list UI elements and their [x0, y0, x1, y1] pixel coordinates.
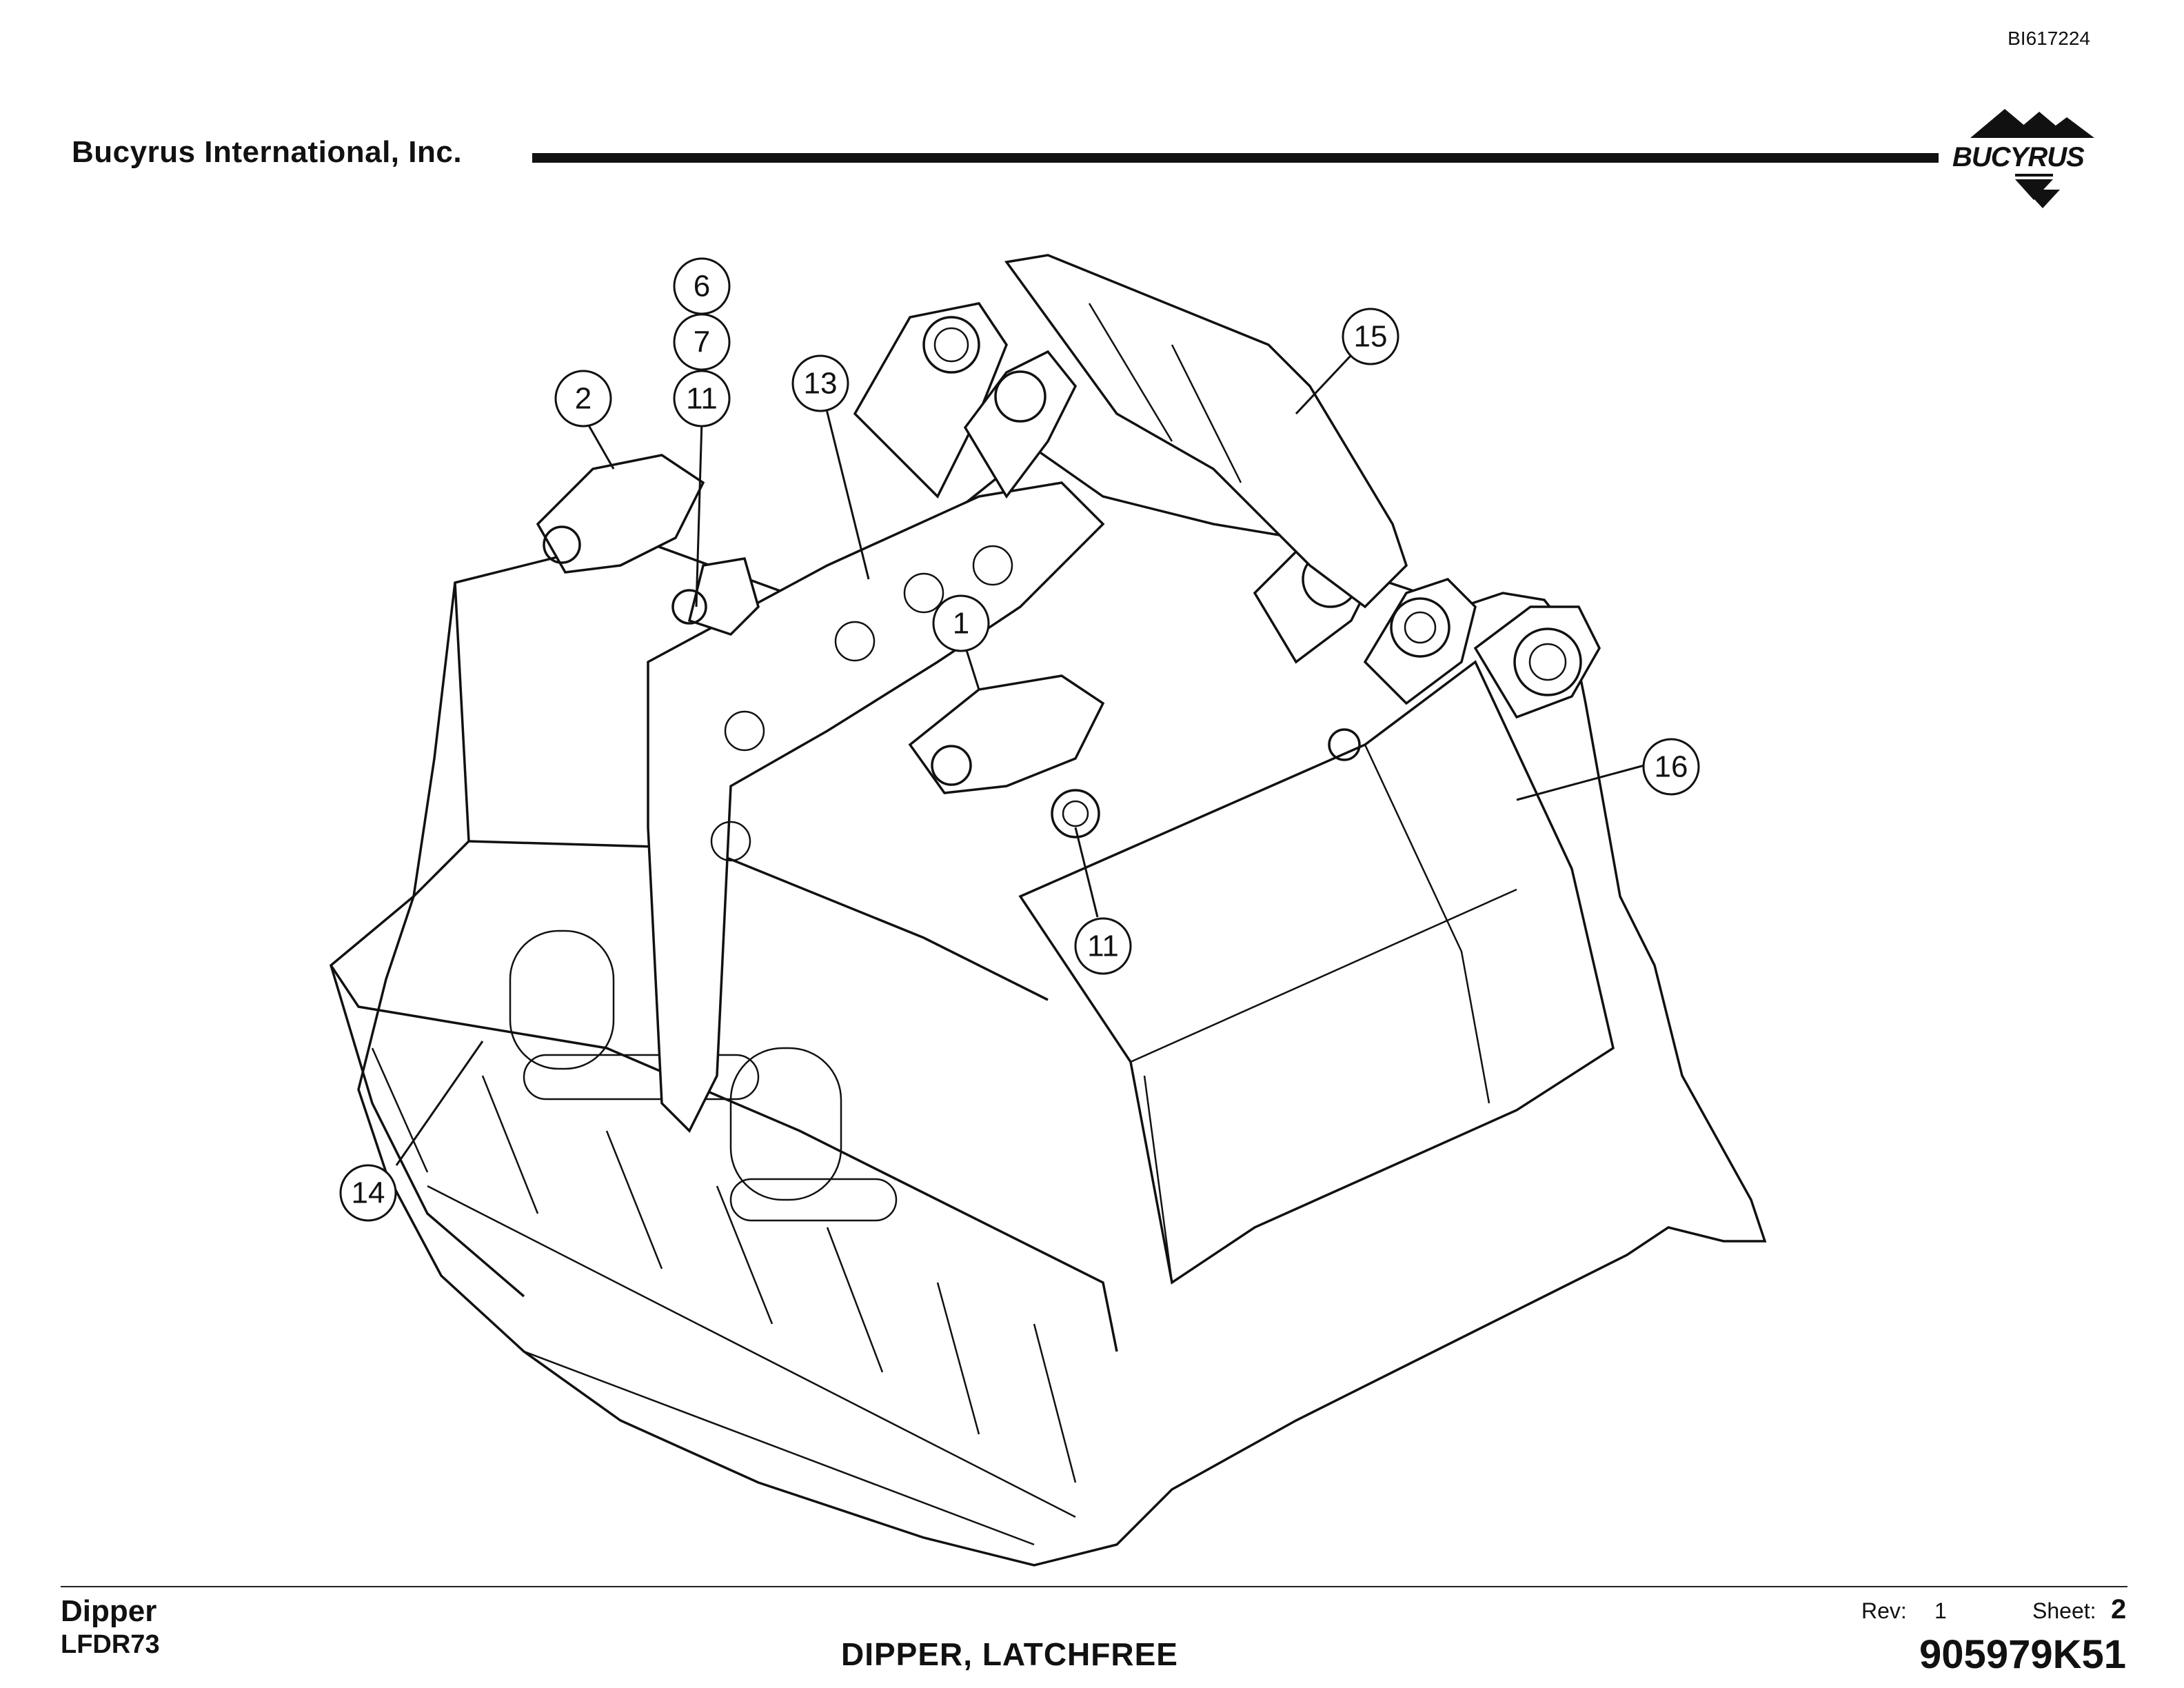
svg-text:11: 11 [1087, 930, 1119, 963]
footer-model: LFDR73 [61, 1630, 160, 1659]
callout-7: 7 [673, 313, 731, 371]
rear-arm [853, 302, 1078, 499]
sheet-value: 2 [2111, 1594, 2127, 1625]
svg-text:6: 6 [694, 270, 710, 303]
footer-title: Dipper [61, 1594, 157, 1628]
svg-text:16: 16 [1655, 750, 1688, 784]
rev-value: 1 [1934, 1598, 1947, 1623]
top-plate [1004, 254, 1408, 609]
rev-label: Rev: [1861, 1598, 1907, 1623]
leader-lines [395, 354, 1645, 1166]
header-rule [532, 153, 1939, 163]
svg-text:13: 13 [804, 367, 838, 401]
callout-11-top: 11 [673, 370, 731, 428]
callout-14: 14 [339, 1164, 397, 1222]
left-arm [647, 481, 1105, 1133]
document-id: BI617224 [2008, 28, 2090, 49]
sheet-label: Sheet: [2032, 1598, 2096, 1623]
callout-15: 15 [1342, 308, 1399, 365]
svg-text:2: 2 [575, 382, 592, 416]
door-panel [1018, 660, 1615, 1285]
callout-1: 1 [932, 594, 990, 652]
company-name: Bucyrus International, Inc. [72, 135, 463, 169]
svg-text:7: 7 [694, 325, 710, 359]
svg-text:1: 1 [953, 607, 969, 641]
callout-6: 6 [673, 257, 731, 315]
svg-text:14: 14 [352, 1176, 385, 1210]
footer-rule [61, 1586, 2127, 1587]
latch-assemblies [536, 454, 1361, 838]
logo-text: BUCYRUS [1952, 142, 2085, 172]
part-number: 905979K51 [1919, 1632, 2126, 1677]
svg-text:11: 11 [686, 382, 718, 416]
callout-11-bottom: 11 [1074, 917, 1132, 975]
callout-2: 2 [554, 370, 612, 428]
footer-description: DIPPER, LATCHFREE [841, 1636, 1178, 1672]
svg-text:15: 15 [1354, 320, 1388, 354]
callout-13: 13 [791, 354, 849, 412]
callout-16: 16 [1642, 738, 1700, 796]
bucyrus-logo-icon [1970, 109, 2094, 208]
